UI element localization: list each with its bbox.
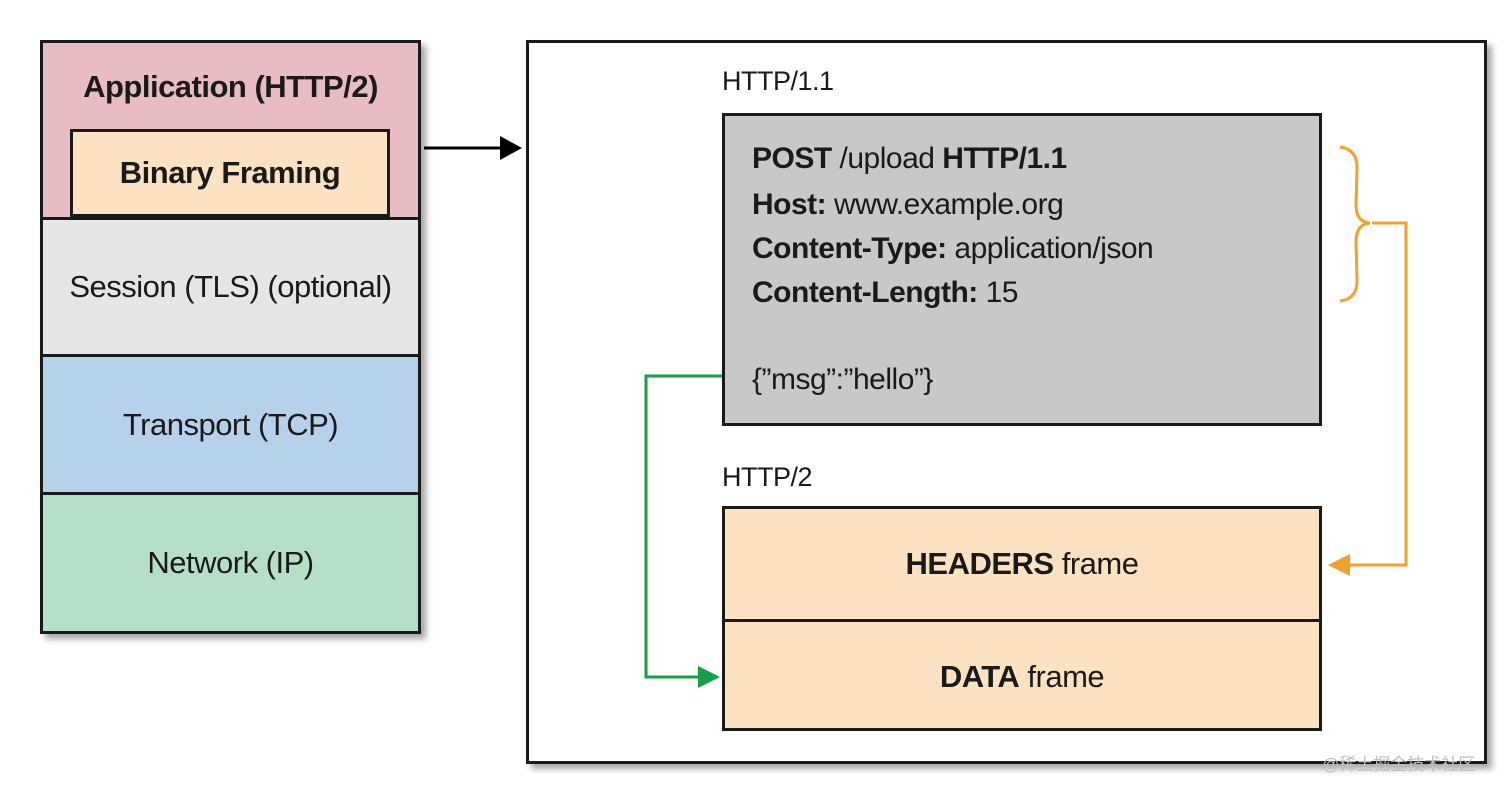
content-type-header: Content-Type: application/json <box>752 232 1154 266</box>
binary-framing-label: Binary Framing <box>119 155 341 190</box>
content-length-header: Content-Length: 15 <box>752 276 1018 310</box>
content-type-key: Content-Type: <box>752 232 947 265</box>
watermark: @稀土掘金技术社区 <box>1322 755 1476 774</box>
application-layer-label: Application (HTTP/2) <box>83 69 378 104</box>
request-path: /upload <box>831 142 943 175</box>
transport-layer-label: Transport (TCP) <box>122 406 339 442</box>
session-layer-label: Session (TLS) (optional) <box>69 269 392 304</box>
protocol-stack: Application (HTTP/2) Binary Framing Sess… <box>40 40 421 634</box>
http11-request-box: POST /upload HTTP/1.1 Host: www.example.… <box>722 113 1322 426</box>
http2-frames-box: HEADERS frame DATA frame <box>722 506 1322 731</box>
request-method: POST <box>752 142 832 175</box>
request-line: POST /upload HTTP/1.1 <box>752 142 1067 176</box>
network-layer-label: Network (IP) <box>147 545 314 580</box>
data-frame: DATA frame <box>725 619 1319 731</box>
data-frame-suffix: frame <box>1019 658 1105 694</box>
expand-arrow <box>424 136 522 160</box>
network-layer: Network (IP) <box>40 492 421 634</box>
headers-arrow <box>1328 221 1408 576</box>
content-type-value: application/json <box>946 232 1154 265</box>
headers-brace <box>1339 145 1371 303</box>
request-version: HTTP/1.1 <box>942 142 1067 175</box>
http11-caption: HTTP/1.1 <box>722 66 834 96</box>
content-length-key: Content-Length: <box>752 276 978 309</box>
transport-layer: Transport (TCP) <box>40 354 421 495</box>
request-body: {”msg”:”hello”} <box>752 363 933 396</box>
headers-frame-suffix: frame <box>1053 546 1139 581</box>
host-header-value: www.example.org <box>826 188 1064 221</box>
content-length-value: 15 <box>977 276 1019 309</box>
headers-frame-type: HEADERS <box>905 546 1055 581</box>
http2-caption: HTTP/2 <box>722 462 813 492</box>
data-frame-type: DATA <box>939 658 1020 694</box>
session-layer: Session (TLS) (optional) <box>40 217 421 357</box>
host-header: Host: www.example.org <box>752 188 1064 222</box>
host-header-key: Host: <box>752 188 827 221</box>
headers-frame: HEADERS frame <box>725 509 1319 619</box>
binary-framing-layer: Binary Framing <box>70 129 390 217</box>
data-arrow <box>644 374 722 688</box>
